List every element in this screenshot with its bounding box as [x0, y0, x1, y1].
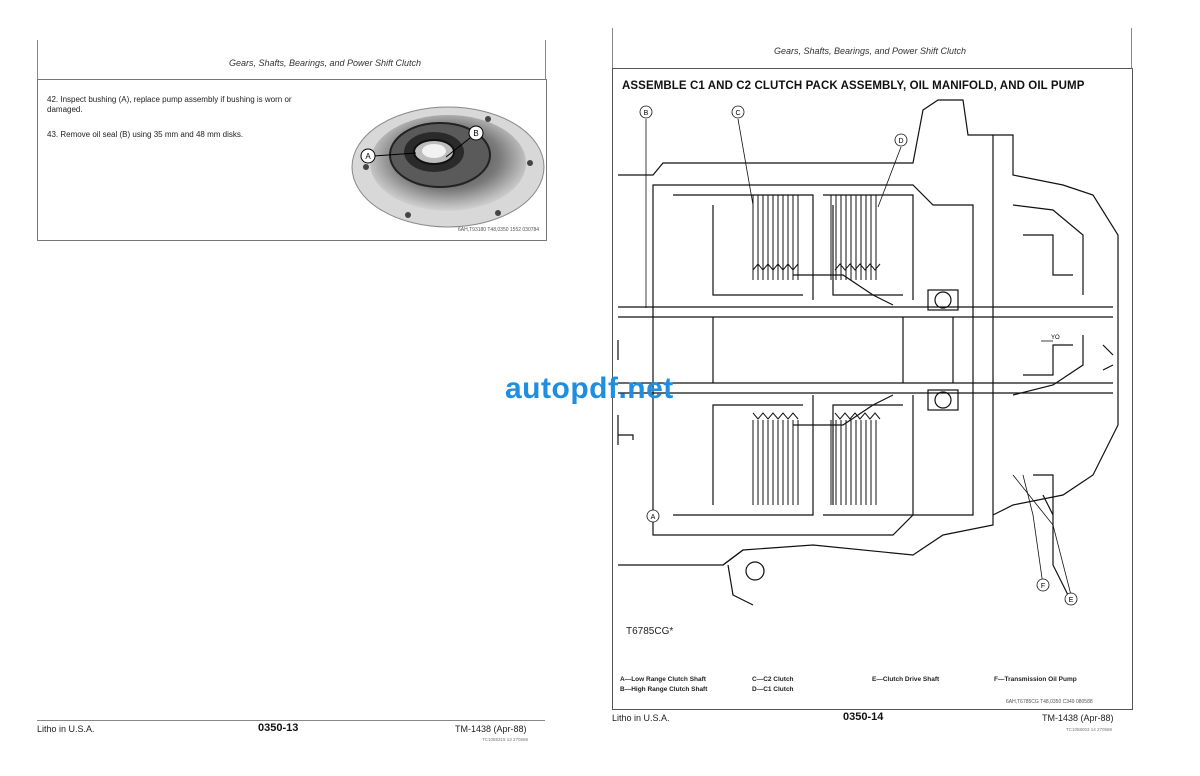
- right-figure-box: [612, 68, 1133, 710]
- figure-id: T6785CG*: [626, 626, 674, 637]
- left-footer-tiny: TC1058315 13 270588: [482, 737, 529, 742]
- pump-housing-photo: A B: [351, 106, 545, 228]
- callout-b-circle: [639, 105, 653, 119]
- callout-e: E: [1069, 597, 1074, 604]
- right-footer-manual: TM-1438 (Apr-88): [1042, 713, 1114, 723]
- spring-c1-bottom: [834, 412, 881, 420]
- callouts: B A C D F E YO: [639, 105, 1078, 606]
- legend-a: A—Low Range Clutch Shaft: [620, 676, 706, 683]
- left-footer-page-number: 0350-13: [258, 722, 299, 734]
- section-title: ASSEMBLE C1 AND C2 CLUTCH PACK ASSEMBLY,…: [622, 80, 1085, 92]
- callout-a-circle: [646, 509, 660, 523]
- clutch-pack-cross-section: B A C D F E YO: [617, 99, 1119, 606]
- step-43: 43. Remove oil seal (B) using 35 mm and …: [47, 130, 244, 139]
- legend-f: F—Transmission Oil Pump: [994, 676, 1077, 683]
- left-footer-manual: TM-1438 (Apr-88): [455, 724, 527, 734]
- c2-clutch-plates-top: [752, 195, 799, 280]
- c2-clutch-plates-bottom: [752, 420, 799, 505]
- callout-a: A: [365, 152, 371, 161]
- legend-d: D—C1 Clutch: [752, 686, 794, 693]
- step-42: 42. Inspect bushing (A), replace pump as…: [47, 95, 292, 114]
- right-footer-tiny: TC1058003 14 270588: [1066, 727, 1113, 732]
- legend-c: C—C2 Clutch: [752, 676, 794, 683]
- callout-b-circle: [468, 125, 484, 141]
- spring-c2-top: [752, 263, 799, 271]
- callout-d: D: [898, 138, 903, 145]
- callout-a-circle: [360, 148, 376, 164]
- spring-c1-top: [834, 263, 881, 271]
- drawing-caption: 6AH,T6785CG T48,0350 C349 080588: [1006, 699, 1093, 705]
- right-footer-page-number: 0350-14: [843, 711, 884, 723]
- left-footer-litho: Litho in U.S.A.: [37, 724, 95, 734]
- photo-caption: 6AH,T93180 T48,0350 1552 030784: [458, 227, 540, 233]
- legend-e: E—Clutch Drive Shaft: [872, 676, 940, 683]
- left-page-margin-rule: [37, 40, 38, 80]
- callout-f: F: [1041, 583, 1045, 590]
- legend-b: B—High Range Clutch Shaft: [620, 686, 708, 693]
- right-page-margin-rule: [612, 28, 613, 68]
- right-page-margin-rule-right: [1131, 28, 1132, 68]
- callout-c: C: [735, 110, 740, 117]
- callout-b: B: [644, 110, 649, 117]
- callout-a: A: [651, 514, 656, 521]
- yo-label: YO: [1051, 335, 1060, 341]
- right-page-header: Gears, Shafts, Bearings, and Power Shift…: [773, 46, 967, 56]
- left-page-margin-rule-right: [545, 40, 546, 80]
- left-step-box: 42. Inspect bushing (A), replace pump as…: [37, 79, 547, 241]
- watermark: autopdf.net: [505, 372, 674, 405]
- spring-c2-bottom: [752, 412, 799, 420]
- callout-b: B: [473, 129, 478, 138]
- callout-e-circle: [1064, 592, 1078, 606]
- c1-clutch-plates-bottom: [830, 420, 877, 505]
- callout-c-circle: [731, 105, 745, 119]
- left-page-header: Gears, Shafts, Bearings, and Power Shift…: [228, 58, 422, 68]
- left-footer-rule: [37, 720, 545, 721]
- right-footer-litho: Litho in U.S.A.: [612, 713, 670, 723]
- legend-col-2: C—C2 Clutch D—C1 Clutch: [752, 675, 794, 695]
- callout-d-circle: [894, 133, 908, 147]
- legend-col-1: A—Low Range Clutch Shaft B—High Range Cl…: [620, 675, 707, 695]
- callout-f-circle: [1036, 578, 1050, 592]
